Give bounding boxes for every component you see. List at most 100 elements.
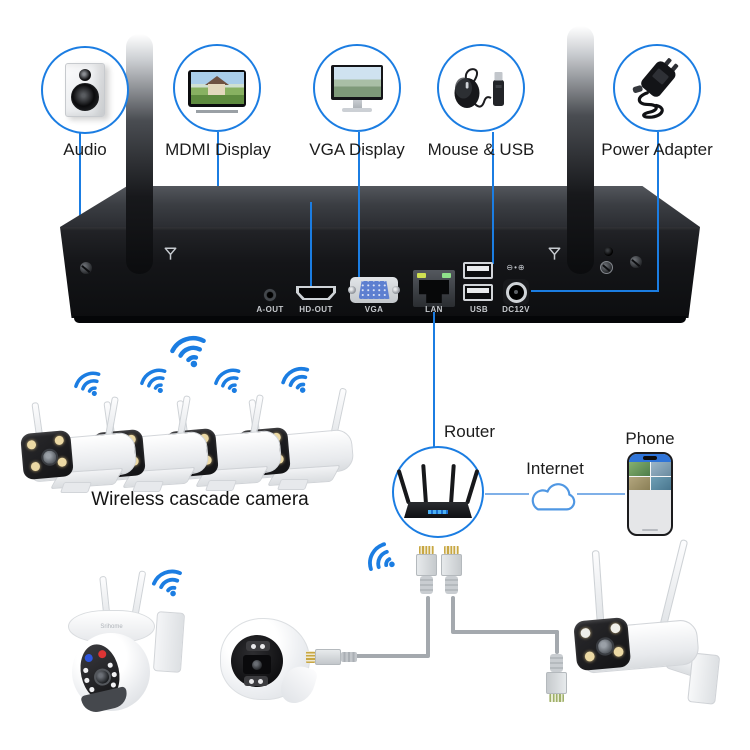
speaker-woofer: [71, 83, 99, 111]
phone-app-header: [629, 454, 671, 462]
screw-icon: [630, 256, 642, 268]
ethernet-cable: [354, 654, 430, 658]
camera-mount-foot: [59, 482, 93, 493]
dome-face: [231, 635, 283, 687]
internet-phone-line: [577, 493, 625, 495]
screw-icon: [80, 262, 92, 274]
peripheral-circle-mouse-usb: [437, 44, 525, 132]
phone-notch: [643, 456, 657, 460]
wifi-icon: [66, 360, 111, 405]
camera-light: [610, 622, 621, 634]
nvr-antenna-left: [126, 34, 153, 274]
wifi-icon: [273, 355, 320, 402]
dome-lens: [252, 659, 262, 670]
ptz-led-red: [97, 649, 107, 659]
port-vga: [348, 277, 400, 303]
ethernet-cable: [451, 630, 559, 634]
usb-socket-top: [463, 262, 493, 279]
ptz-camera: Srihome: [58, 570, 193, 736]
bullet-camera-1: [20, 396, 142, 504]
rj45-body: [315, 649, 341, 665]
peripheral-label-power: Power Adapter: [601, 140, 713, 159]
port-usb: [463, 262, 493, 301]
camera-light: [30, 461, 41, 472]
tv-house-roof: [205, 76, 230, 86]
ptz-lens: [92, 666, 113, 688]
camera-lens: [595, 636, 616, 657]
reset-hole: [604, 247, 613, 256]
nvr-top-face: [60, 186, 700, 227]
camera-antenna: [659, 538, 688, 627]
tv-screen: [190, 72, 244, 104]
peripheral-circle-power: [613, 44, 701, 132]
rj45-connector-to-dome: [306, 648, 358, 666]
cascade-caption: Wireless cascade camera: [91, 489, 309, 510]
camera-thumbnail: [629, 462, 650, 476]
camera-light: [54, 435, 65, 446]
vga-socket: [358, 281, 390, 299]
peripheral-circle-audio: [41, 46, 129, 134]
power-line-h: [531, 290, 659, 292]
peripheral-label-vga: VGA Display: [309, 140, 405, 159]
lan-led-green: [442, 273, 451, 278]
monitor-frame: [331, 64, 383, 100]
rj45-boot: [341, 652, 357, 662]
bullet-camera-right: [573, 538, 721, 705]
peripheral-label-mdmi: MDMI Display: [165, 140, 271, 159]
camera-lens: [40, 448, 59, 467]
monitor-base: [342, 107, 372, 112]
wifi-icon: [145, 558, 192, 605]
ptz-led-white: [107, 662, 113, 668]
camera-face: [20, 429, 74, 481]
dome-camera: [220, 618, 319, 710]
audio-line-v: [79, 133, 81, 295]
ptz-led-blue: [84, 653, 94, 663]
ethernet-cable: [426, 596, 430, 657]
router-label: Router: [444, 422, 496, 441]
lan-led-yellow: [417, 273, 426, 278]
dome-lens-block: [243, 655, 271, 674]
dome-light-bar: [244, 676, 268, 686]
rj45-body: [416, 554, 437, 576]
port-label-dc12v: DC12V: [502, 305, 530, 314]
port-label-lan: LAN: [425, 305, 443, 314]
monitor-screen: [333, 67, 381, 97]
ptz-led-white: [83, 677, 90, 683]
router-antenna: [449, 463, 456, 505]
hdmi-line-v2: [310, 202, 312, 288]
vga-screw: [392, 286, 400, 294]
mouse-usb-icon: [454, 68, 504, 108]
dc-polarity-symbol: ⊖•⊕: [506, 263, 526, 272]
antenna-symbol-icon: [546, 245, 563, 262]
camera-light: [57, 457, 68, 468]
rj45-boot: [550, 654, 563, 672]
phone-home-bar: [642, 528, 658, 531]
ptz-led-white: [82, 667, 89, 673]
power-line-v: [657, 132, 659, 292]
wifi-icon: [356, 534, 405, 583]
rj45-body: [546, 672, 567, 694]
router-icon: [396, 463, 480, 518]
rj45-boot: [445, 576, 458, 594]
camera-antenna: [591, 550, 604, 624]
lan-socket: [419, 280, 449, 303]
camera-thumbnail: [650, 462, 671, 476]
speaker-tweeter: [79, 69, 91, 81]
camera-face: [573, 616, 632, 672]
hdmi-line-v1: [217, 132, 219, 204]
port-a-out: [263, 288, 277, 302]
router-internet-line: [485, 493, 529, 495]
ethernet-cable: [451, 596, 455, 633]
rj45-pins: [444, 546, 459, 554]
camera-thumbnail: [650, 476, 671, 490]
dc-jack-pin: [514, 290, 518, 294]
rj45-pins: [549, 694, 564, 702]
vga-screw: [348, 286, 356, 294]
nvr-antenna-right: [567, 26, 594, 274]
rj45-connector-up-2: [441, 546, 462, 596]
tv-stand: [196, 110, 238, 113]
grounding-screw-icon: [600, 261, 613, 274]
camera-light: [613, 646, 624, 658]
ptz-led-white: [110, 682, 116, 688]
